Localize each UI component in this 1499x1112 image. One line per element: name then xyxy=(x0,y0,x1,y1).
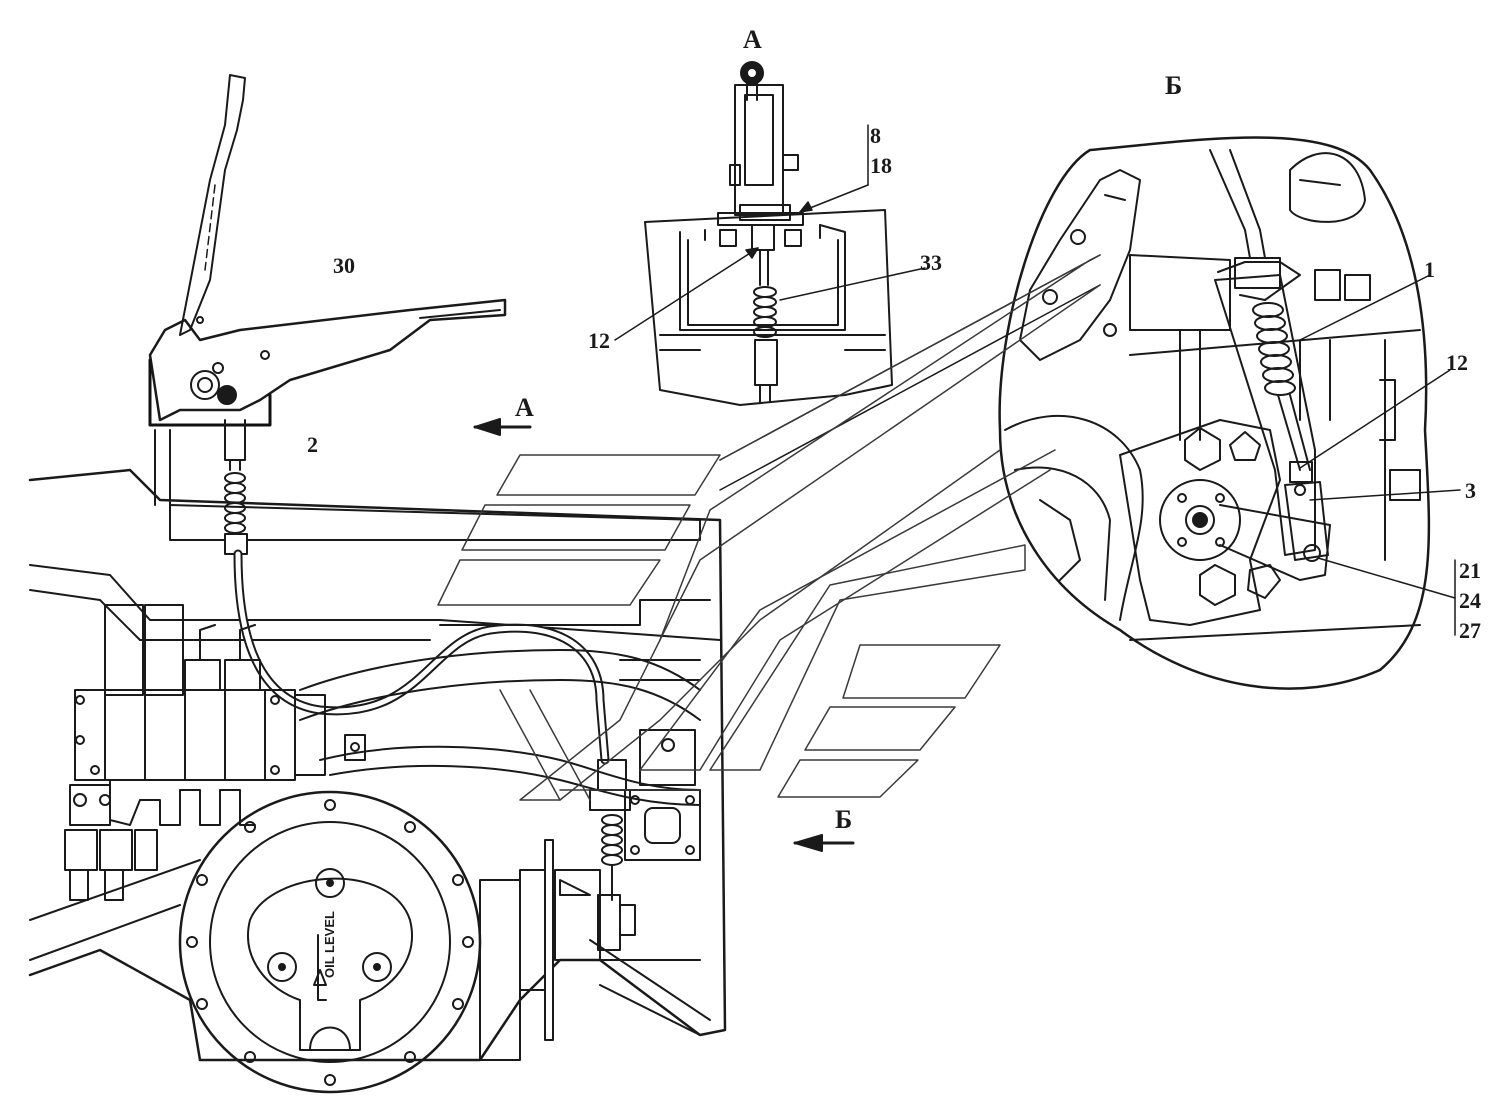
callout-24: 24 xyxy=(1459,588,1481,613)
hub-bolts xyxy=(186,799,474,1086)
callout-2: 2 xyxy=(307,432,318,457)
callout-12-view-a: 12 xyxy=(588,328,610,353)
callout-8: 8 xyxy=(870,123,881,148)
callout-27: 27 xyxy=(1459,618,1481,643)
tractor-body-outline xyxy=(28,468,727,1062)
boot-bellows-b xyxy=(1252,302,1296,396)
view-a-leaders xyxy=(614,124,926,341)
center-bracket xyxy=(624,729,701,861)
watermark-logo xyxy=(437,254,1101,801)
arrow-a-label: А xyxy=(515,393,534,422)
hydraulic-valve-block xyxy=(64,604,326,901)
arrow-b-label: Б xyxy=(835,805,853,834)
final-drive-hub xyxy=(178,790,601,1094)
view-b-title: Б xyxy=(1165,71,1183,100)
callout-3: 3 xyxy=(1465,478,1476,503)
brake-cable-lower xyxy=(589,759,636,951)
callout-30: 30 xyxy=(333,253,355,278)
view-b-leaders xyxy=(1299,274,1461,636)
callout-21: 21 xyxy=(1459,558,1481,583)
boot-bellows-main xyxy=(224,472,246,534)
brake-cable-main xyxy=(224,419,610,765)
hand-brake-lever xyxy=(148,74,507,506)
boot-bellows-a xyxy=(753,286,777,338)
oil-level-marking: OIL LEVEL xyxy=(322,911,337,978)
callout-33: 33 xyxy=(920,250,942,275)
callout-1: 1 xyxy=(1424,257,1435,282)
view-b-detail xyxy=(998,136,1431,690)
view-arrow-b xyxy=(793,834,855,852)
view-arrow-a xyxy=(473,418,532,436)
callout-12-view-b: 12 xyxy=(1446,350,1468,375)
view-a-detail xyxy=(644,61,893,406)
callout-18: 18 xyxy=(870,153,892,178)
view-a-title: А xyxy=(743,25,762,54)
